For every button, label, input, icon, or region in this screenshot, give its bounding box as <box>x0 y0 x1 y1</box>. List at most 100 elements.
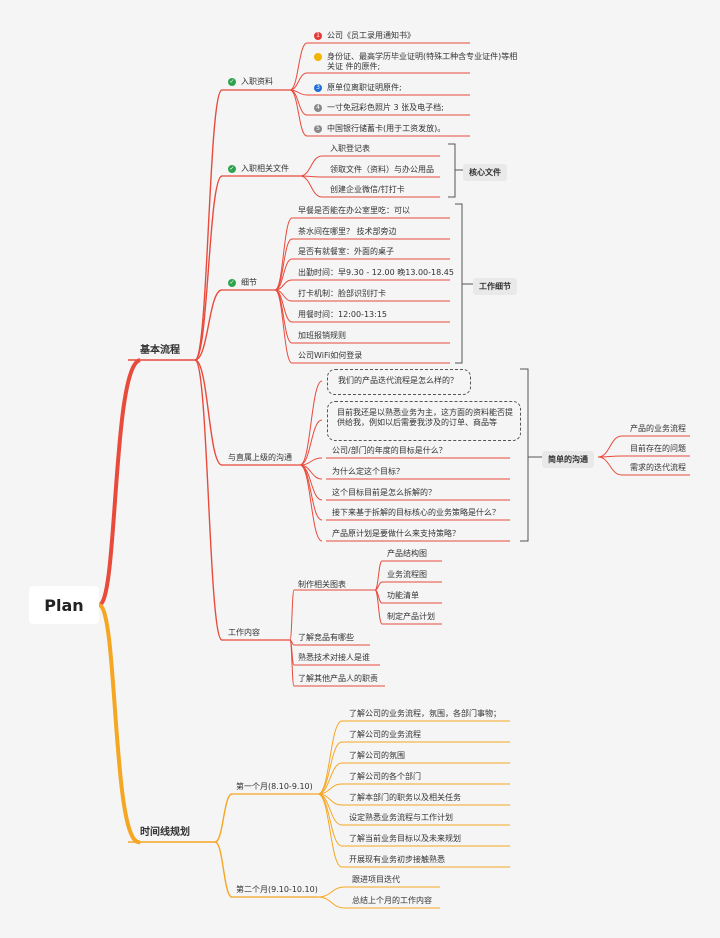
question-text[interactable]: 我们的产品迭代流程是怎么样的？ <box>338 376 458 385</box>
onboard-doc-item[interactable]: 2 身份证、最高学历毕业证明(特殊工种含专业证件)等相关证 件的原件; <box>310 52 521 72</box>
chart-item[interactable]: 制定产品计划 <box>387 612 435 621</box>
number-badge-icon: 4 <box>314 103 322 112</box>
comm-item[interactable]: 这个目标目前是怎么拆解的？ <box>332 488 436 497</box>
node-month-2[interactable]: 第二个月(9.10-10.10) <box>236 885 318 894</box>
detail-item[interactable]: 加班报销规则 <box>298 331 346 340</box>
detail-item[interactable]: 是否有就餐室：外面的桌子 <box>298 247 394 256</box>
node-onboard-docs[interactable]: ✓ 入职资料 <box>228 77 273 87</box>
connector-line <box>317 783 343 795</box>
node-label: 入职资料 <box>241 77 273 86</box>
connector-line <box>194 359 223 641</box>
tag-work-details[interactable]: 工作细节 <box>473 278 517 295</box>
month1-item[interactable]: 了解本部门的职务以及相关任务 <box>349 793 461 802</box>
check-icon: ✓ <box>228 77 236 86</box>
month1-item[interactable]: 了解公司的业务流程，氛围，各部门事物； <box>349 709 501 718</box>
comm-item[interactable]: 产品原计划是要做什么来支持策略？ <box>332 529 460 538</box>
connector-line <box>274 289 293 344</box>
connector-line <box>317 886 346 898</box>
connector-line <box>289 89 308 137</box>
connector-line <box>317 741 343 795</box>
work-item[interactable]: 熟悉技术对接人是谁 <box>298 653 370 662</box>
month1-item[interactable]: 了解公司的各个部门 <box>349 772 421 781</box>
detail-item[interactable]: 用餐时间：12:00-13:15 <box>298 310 387 319</box>
number-badge-icon: 1 <box>314 31 322 40</box>
onboard-doc-text: 一寸免冠彩色照片 3 张及电子档; <box>327 103 444 112</box>
branch-timeline[interactable]: 时间线规划 <box>140 827 190 838</box>
node-work-content[interactable]: 工作内容 <box>228 628 260 637</box>
onboard-doc-item[interactable]: 3 原单位离职证明原件; <box>314 83 402 93</box>
branch-connector <box>97 603 141 844</box>
number-badge-icon: 2 <box>310 52 322 61</box>
file-item[interactable]: 入职登记表 <box>330 144 370 153</box>
connector-line <box>194 89 223 361</box>
tag-simple-comm[interactable]: 简单的沟通 <box>542 451 594 468</box>
month1-item[interactable]: 开展现有业务初步接触熟悉 <box>349 855 445 864</box>
check-icon: ✓ <box>228 164 236 173</box>
connector-line <box>274 258 293 291</box>
branch-connector <box>97 358 142 607</box>
answer-box <box>327 401 521 441</box>
onboard-doc-text: 身份证、最高学历毕业证明(特殊工种含专业证件)等相关证 件的原件; <box>327 52 518 71</box>
month1-item[interactable]: 了解公司的氛围 <box>349 751 405 760</box>
chart-item[interactable]: 功能清单 <box>387 591 419 600</box>
month2-item[interactable]: 总结上个月的工作内容 <box>352 896 432 905</box>
onboard-doc-text: 公司《员工录用通知书》 <box>327 31 415 40</box>
connector-line <box>374 560 383 591</box>
month1-item[interactable]: 设定熟悉业务流程与工作计划 <box>349 813 453 822</box>
comm-sub-item[interactable]: 目前存在的问题 <box>630 444 686 453</box>
number-badge-icon: 3 <box>314 83 322 92</box>
answer-text[interactable]: 目前我还是以熟悉业务为主，这方面的资料能否提供给我，例如以后需要我涉及的订单、商… <box>337 408 513 427</box>
detail-item[interactable]: 茶水间在哪里？ 技术部旁边 <box>298 227 397 236</box>
work-item[interactable]: 了解其他产品人的职责 <box>298 674 378 683</box>
root-node[interactable]: Plan <box>29 586 99 624</box>
month1-item[interactable]: 了解公司的业务流程 <box>349 730 421 739</box>
comm-item[interactable]: 为什么定这个目标？ <box>332 467 404 476</box>
detail-item[interactable]: 公司WiFi如何登录 <box>298 351 363 360</box>
file-item[interactable]: 创建企业微信/钉打卡 <box>330 185 405 194</box>
onboard-doc-item[interactable]: 4 一寸免冠彩色照片 3 张及电子档; <box>314 103 444 113</box>
onboard-doc-item[interactable]: 1 公司《员工录用通知书》 <box>314 31 415 41</box>
connector-line <box>299 175 323 198</box>
work-item[interactable]: 了解竞品有哪些 <box>298 633 354 642</box>
bracket <box>520 368 529 542</box>
branch-basic-flow[interactable]: 基本流程 <box>140 345 180 356</box>
chart-item[interactable]: 产品结构图 <box>387 549 427 558</box>
connector-line <box>214 793 233 843</box>
onboard-doc-text: 原单位离职证明原件; <box>327 83 402 92</box>
node-month-1[interactable]: 第一个月(8.10-9.10) <box>236 782 313 791</box>
connector-line <box>317 793 343 847</box>
detail-item[interactable]: 打卡机制：脸部识别打卡 <box>298 289 386 298</box>
connector-line <box>597 456 623 476</box>
connector-line <box>317 720 343 795</box>
comm-sub-item[interactable]: 产品的业务流程 <box>630 424 686 433</box>
node-make-charts[interactable]: 制作相关图表 <box>298 580 346 589</box>
connector-line <box>214 841 233 898</box>
chart-item[interactable]: 业务流程图 <box>387 570 427 579</box>
connector-line <box>317 762 343 795</box>
number-badge-icon: 5 <box>314 124 322 133</box>
connector-line <box>194 359 223 466</box>
connector-line <box>374 589 383 625</box>
file-item[interactable]: 领取文件（资料）与办公用品 <box>330 165 434 174</box>
question-box <box>327 369 471 395</box>
detail-item[interactable]: 早餐是否能在办公室里吃：可以 <box>298 206 410 215</box>
month2-item[interactable]: 跟进项目迭代 <box>352 875 400 884</box>
comm-sub-item[interactable]: 需求的迭代流程 <box>630 463 686 472</box>
comm-item[interactable]: 接下来基于拆解的目标核心的业务策略是什么？ <box>332 508 500 517</box>
node-communication[interactable]: 与直属上级的沟通 <box>228 453 292 462</box>
tag-core-files[interactable]: 核心文件 <box>463 164 507 181</box>
connector-line <box>299 419 323 466</box>
connector-line <box>194 175 223 361</box>
month1-item[interactable]: 了解当前业务目标以及未来规划 <box>349 834 461 843</box>
connector-line <box>299 464 323 521</box>
bracket <box>455 203 463 364</box>
comm-item[interactable]: 公司/部门的年度的目标是什么？ <box>332 446 447 455</box>
bracket <box>448 143 456 198</box>
node-details[interactable]: ✓细节 <box>228 278 257 288</box>
detail-item[interactable]: 出勤时间：早9.30 - 12.00 晚13.00-18.45 <box>298 268 454 277</box>
connector-line <box>299 155 323 177</box>
connector-line <box>317 793 343 868</box>
node-onboard-files[interactable]: ✓入职相关文件 <box>228 164 289 174</box>
